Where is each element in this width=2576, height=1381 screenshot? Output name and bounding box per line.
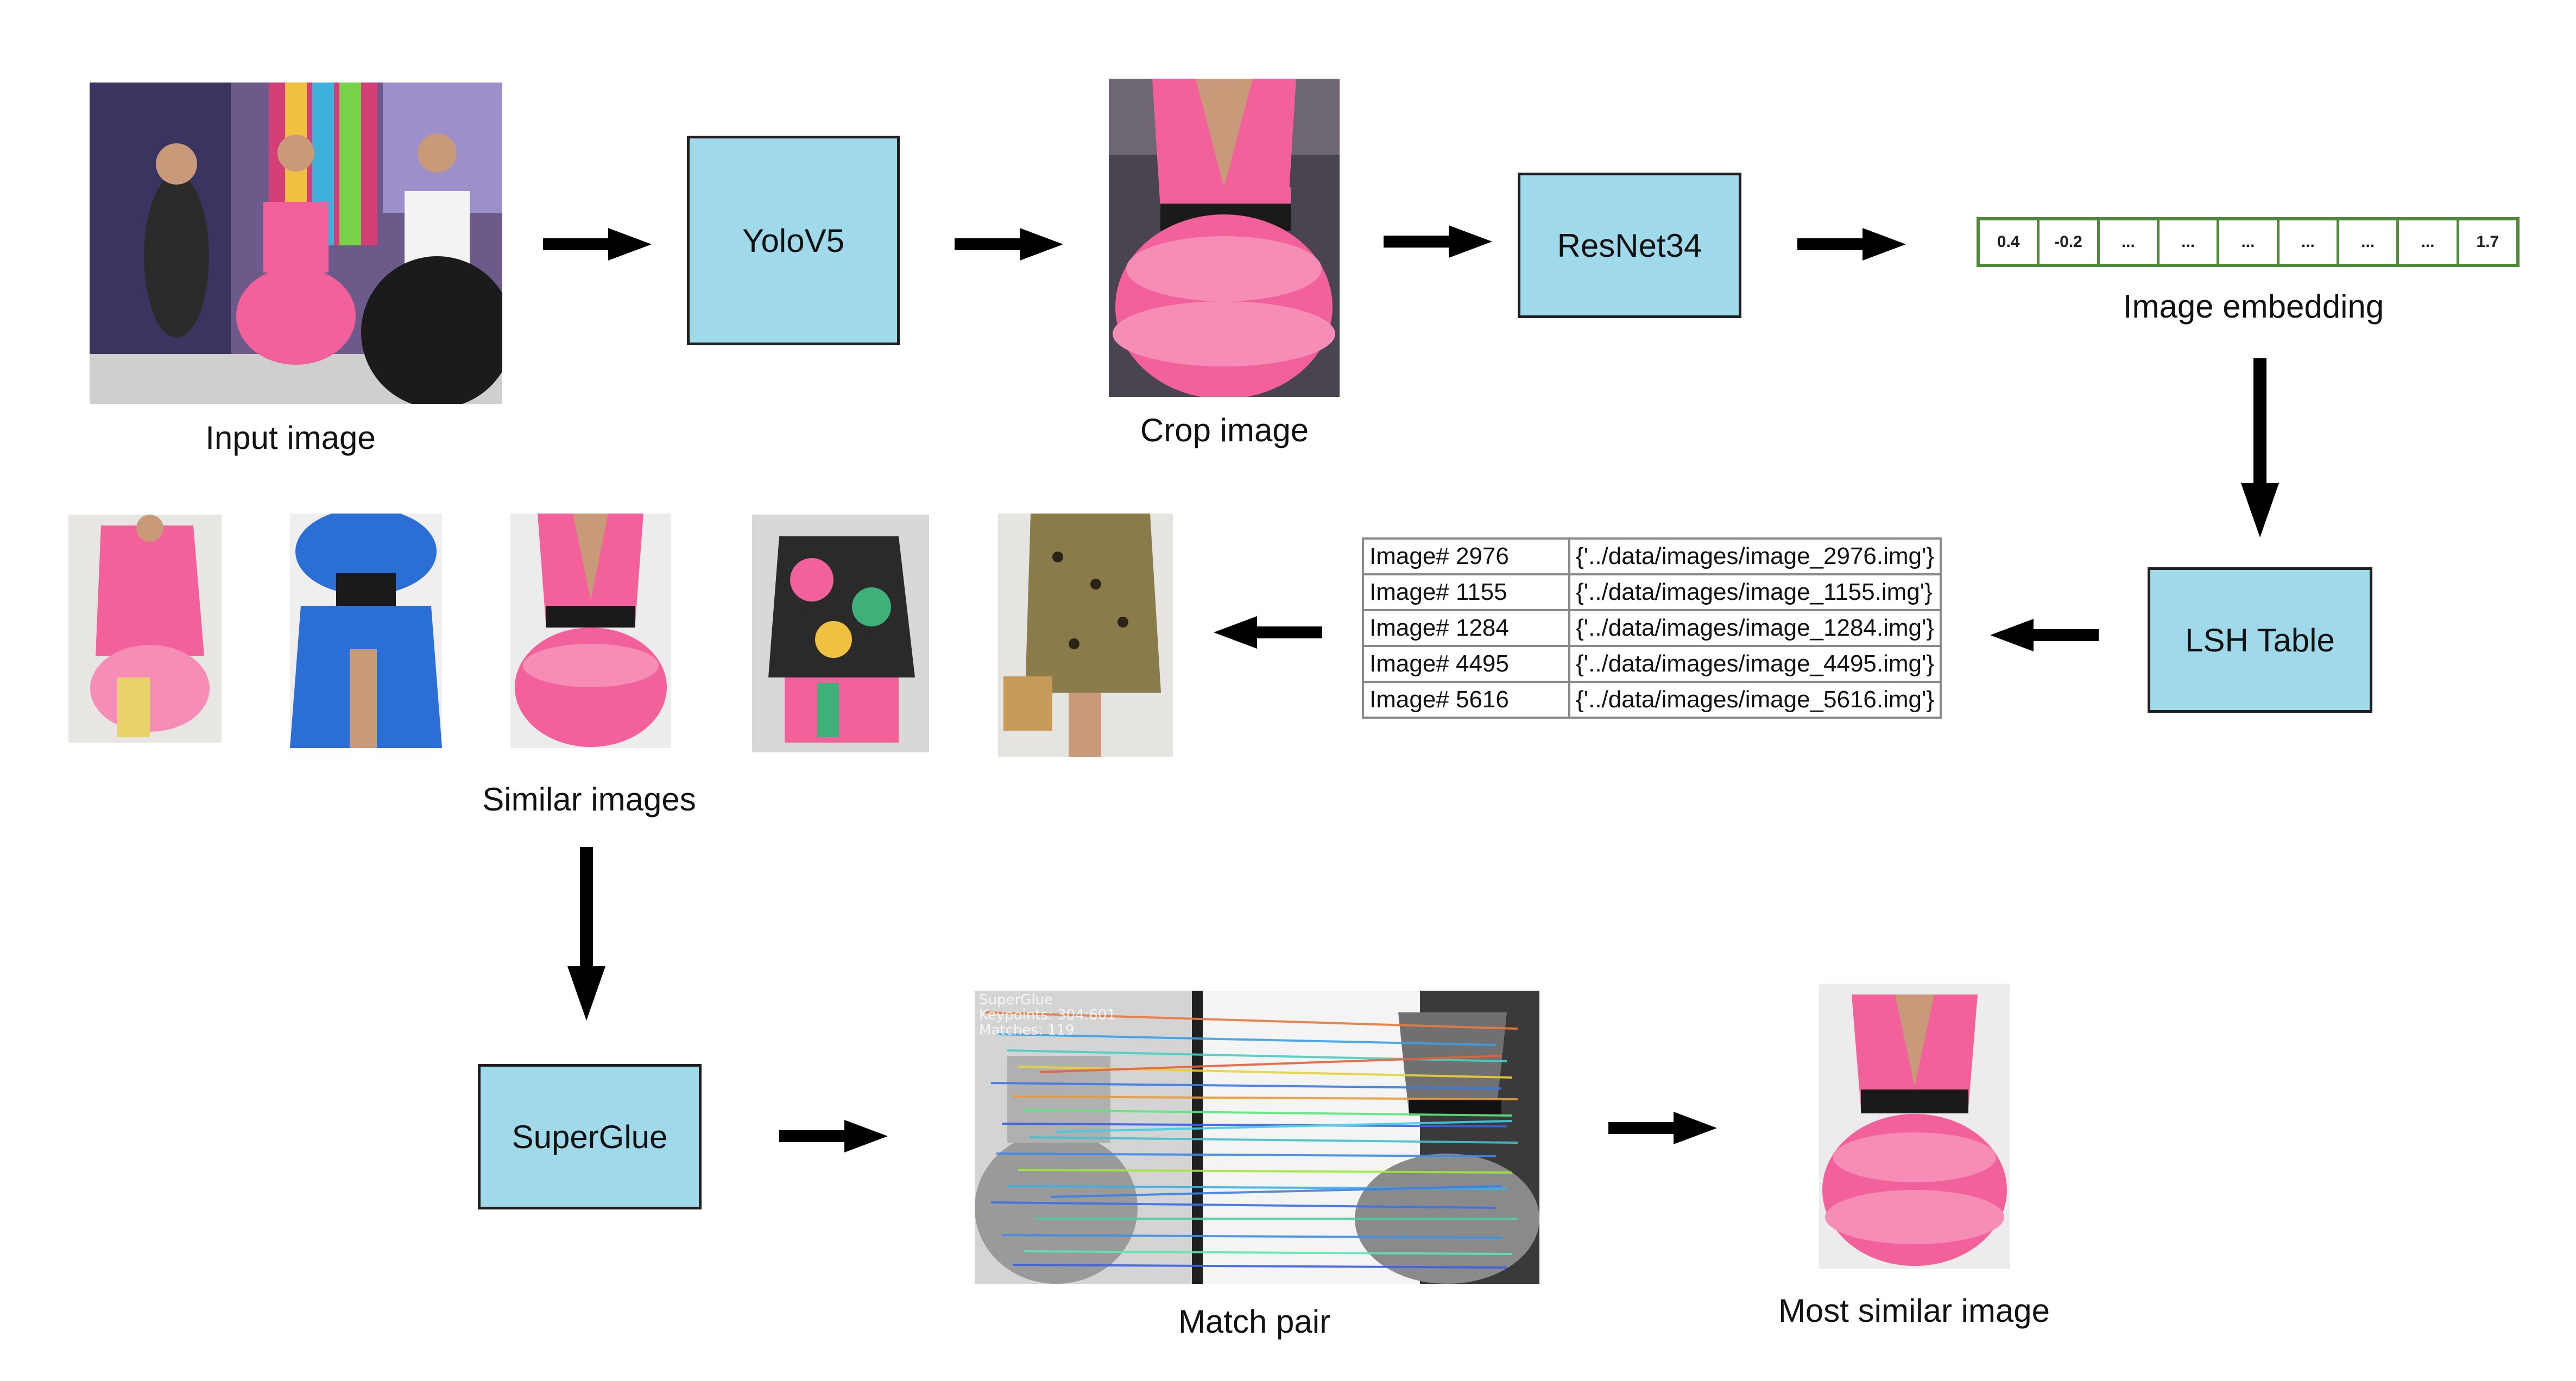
embedding-cell: 1.7 <box>2476 233 2499 251</box>
table-cell-path: {'../data/images/image_4495.img'} <box>1568 645 1942 683</box>
embedding-cell: ... <box>2100 220 2160 264</box>
resnet34-node: ResNet34 <box>1518 173 1741 318</box>
table-cell-key: Image# 2976 <box>1362 537 1570 575</box>
yolov5-label: YoloV5 <box>742 222 844 259</box>
embedding-cell: ... <box>2280 220 2339 264</box>
table-cell-path: {'../data/images/image_2976.img'} <box>1568 537 1942 575</box>
embedding-cell: -0.2 <box>2040 220 2100 264</box>
arrow-yolo-to-crop <box>955 228 1063 261</box>
match-overlay-matches: Matches: 119 <box>979 1022 1075 1038</box>
table-cell-path: {'../data/images/image_1155.img'} <box>1568 573 1942 611</box>
match-overlay-keypoints: Keypoints: 304:601 <box>979 1007 1116 1023</box>
match-pair-label: Match pair <box>1178 1303 1331 1340</box>
embedding-cell: 0.4 <box>1980 220 2040 264</box>
arrow-lsh-to-table <box>1990 619 2099 651</box>
most-similar-image <box>1819 984 2010 1269</box>
table-cell-key: Image# 1155 <box>1362 573 1570 611</box>
lsh-table-label: LSH Table <box>2185 622 2335 658</box>
arrow-resnet-to-embedding <box>1797 228 1906 261</box>
embedding-cell: ... <box>2219 220 2280 264</box>
resnet34-label: ResNet34 <box>1557 227 1702 264</box>
table-row: Image# 2976 {'../data/images/image_2976.… <box>1362 537 1942 575</box>
table-row: Image# 1284 {'../data/images/image_1284.… <box>1362 609 1942 647</box>
input-image <box>90 83 502 404</box>
crop-image-label: Crop image <box>1140 412 1309 448</box>
superglue-node: SuperGlue <box>478 1064 702 1209</box>
embedding-cell: ... <box>2339 220 2400 264</box>
table-row: Image# 5616 {'../data/images/image_5616.… <box>1362 681 1942 719</box>
crop-image <box>1109 79 1340 397</box>
similar-images-label: Similar images <box>482 781 696 818</box>
embedding-cell: ... <box>2160 220 2220 264</box>
embedding-cell: ... <box>2399 220 2459 264</box>
superglue-label: SuperGlue <box>512 1118 668 1155</box>
arrow-superglue-to-match <box>779 1120 888 1152</box>
arrow-crop-to-resnet <box>1384 225 1492 258</box>
arrow-match-to-result <box>1608 1112 1717 1144</box>
similar-image-5 <box>998 514 1173 757</box>
arrow-embedding-to-lsh <box>2241 358 2279 537</box>
lsh-result-table: Image# 2976 {'../data/images/image_2976.… <box>1362 537 1942 719</box>
table-cell-path: {'../data/images/image_5616.img'} <box>1568 681 1942 719</box>
table-cell-key: Image# 5616 <box>1362 681 1570 719</box>
similar-image-2 <box>290 514 442 748</box>
yolov5-node: YoloV5 <box>687 136 900 345</box>
input-image-label: Input image <box>205 420 376 456</box>
arrow-table-to-similar <box>1214 616 1322 649</box>
match-overlay-title: SuperGlue <box>979 992 1053 1008</box>
arrow-similar-to-superglue <box>567 847 605 1021</box>
arrow-input-to-yolo <box>543 228 652 261</box>
lsh-table-node: LSH Table <box>2148 567 2372 713</box>
embedding-vector: 0.4 -0.2 ... ... ... ... ... ... 1.7 <box>1977 217 2520 267</box>
most-similar-image-label: Most similar image <box>1778 1293 2050 1329</box>
table-row: Image# 1155 {'../data/images/image_1155.… <box>1362 573 1942 611</box>
table-cell-path: {'../data/images/image_1284.img'} <box>1568 609 1942 647</box>
image-embedding-label: Image embedding <box>2123 288 2384 325</box>
match-pair-image: SuperGlue Keypoints: 304:601 Matches: 11… <box>975 991 1539 1284</box>
table-row: Image# 4495 {'../data/images/image_4495.… <box>1362 645 1942 683</box>
similar-image-4 <box>752 515 929 752</box>
table-cell-key: Image# 1284 <box>1362 609 1570 647</box>
similar-image-3 <box>510 514 671 748</box>
table-cell-key: Image# 4495 <box>1362 645 1570 683</box>
similar-image-1 <box>68 515 222 743</box>
